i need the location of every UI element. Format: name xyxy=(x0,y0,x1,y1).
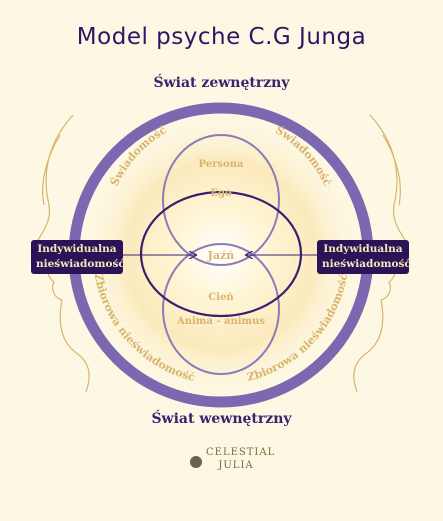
title: Model psyche C.G Junga xyxy=(76,24,367,50)
outer-world-label: Świat zewnętrzny xyxy=(153,75,290,91)
personal-unconscious-right-badge: Indywidualna nieświadomość xyxy=(317,240,411,274)
ego-horizontal-oval xyxy=(139,190,303,318)
logo-moon-icon xyxy=(181,442,203,486)
shadow-label: Cień xyxy=(208,292,234,303)
persona-ego-oval xyxy=(162,134,280,266)
anima-label: Anima - animus xyxy=(176,316,265,327)
self-label: Jaźń xyxy=(207,249,235,262)
inner-world-label: Świat wewnętrzny xyxy=(151,411,292,427)
center-glow xyxy=(76,110,366,400)
persona-label: Persona xyxy=(199,159,244,170)
logo-text: CELESTIAL JULIA xyxy=(206,447,276,471)
personal-unconscious-left-badge: Indywidualna nieświadomość xyxy=(31,240,125,274)
shadow-anima-oval xyxy=(162,243,280,375)
ego-label: Ego xyxy=(210,188,232,199)
